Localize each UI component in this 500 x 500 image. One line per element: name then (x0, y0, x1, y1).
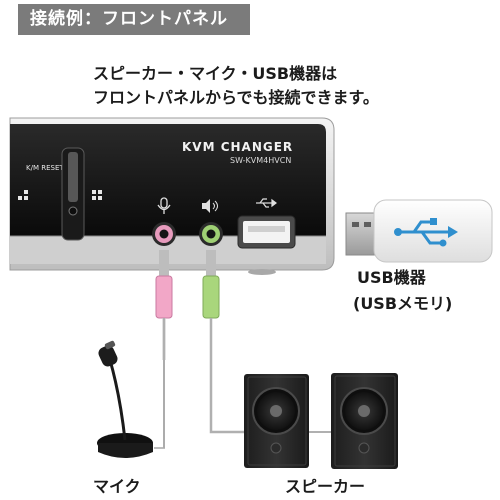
speaker-right (331, 373, 398, 469)
microphone (97, 340, 153, 458)
section-badge: 接続例：フロントパネル (18, 4, 250, 35)
kvm-switch: K/M RESET KVM CHANGER SW-KVM4HVCN (9, 117, 335, 275)
description-line-1: スピーカー・マイク・USB機器は (93, 64, 338, 83)
device-model: SW-KVM4HVCN (230, 156, 291, 165)
description-line-2: フロントパネルからでも接続できます。 (93, 88, 379, 107)
usb-device-subcaption: (USBメモリ) (353, 294, 453, 313)
usb-icon (256, 198, 277, 208)
mic-cable (154, 250, 173, 449)
speaker-cable (202, 250, 246, 434)
usb-logo-icon (398, 220, 450, 245)
speaker-icon (202, 199, 218, 213)
mic-jack (152, 222, 176, 246)
usb-memory-stick (345, 199, 493, 263)
usb-port (237, 215, 296, 249)
speaker-caption: スピーカー (285, 477, 366, 496)
microphone-icon (157, 197, 171, 214)
device-brand-title: KVM CHANGER (182, 140, 293, 154)
usb-device-caption: USB機器 (357, 268, 426, 287)
speaker-left (244, 374, 309, 468)
speaker-jack (199, 222, 223, 246)
kvm-reset-label: K/M RESET (26, 164, 64, 172)
microphone-caption: マイク (93, 477, 141, 496)
